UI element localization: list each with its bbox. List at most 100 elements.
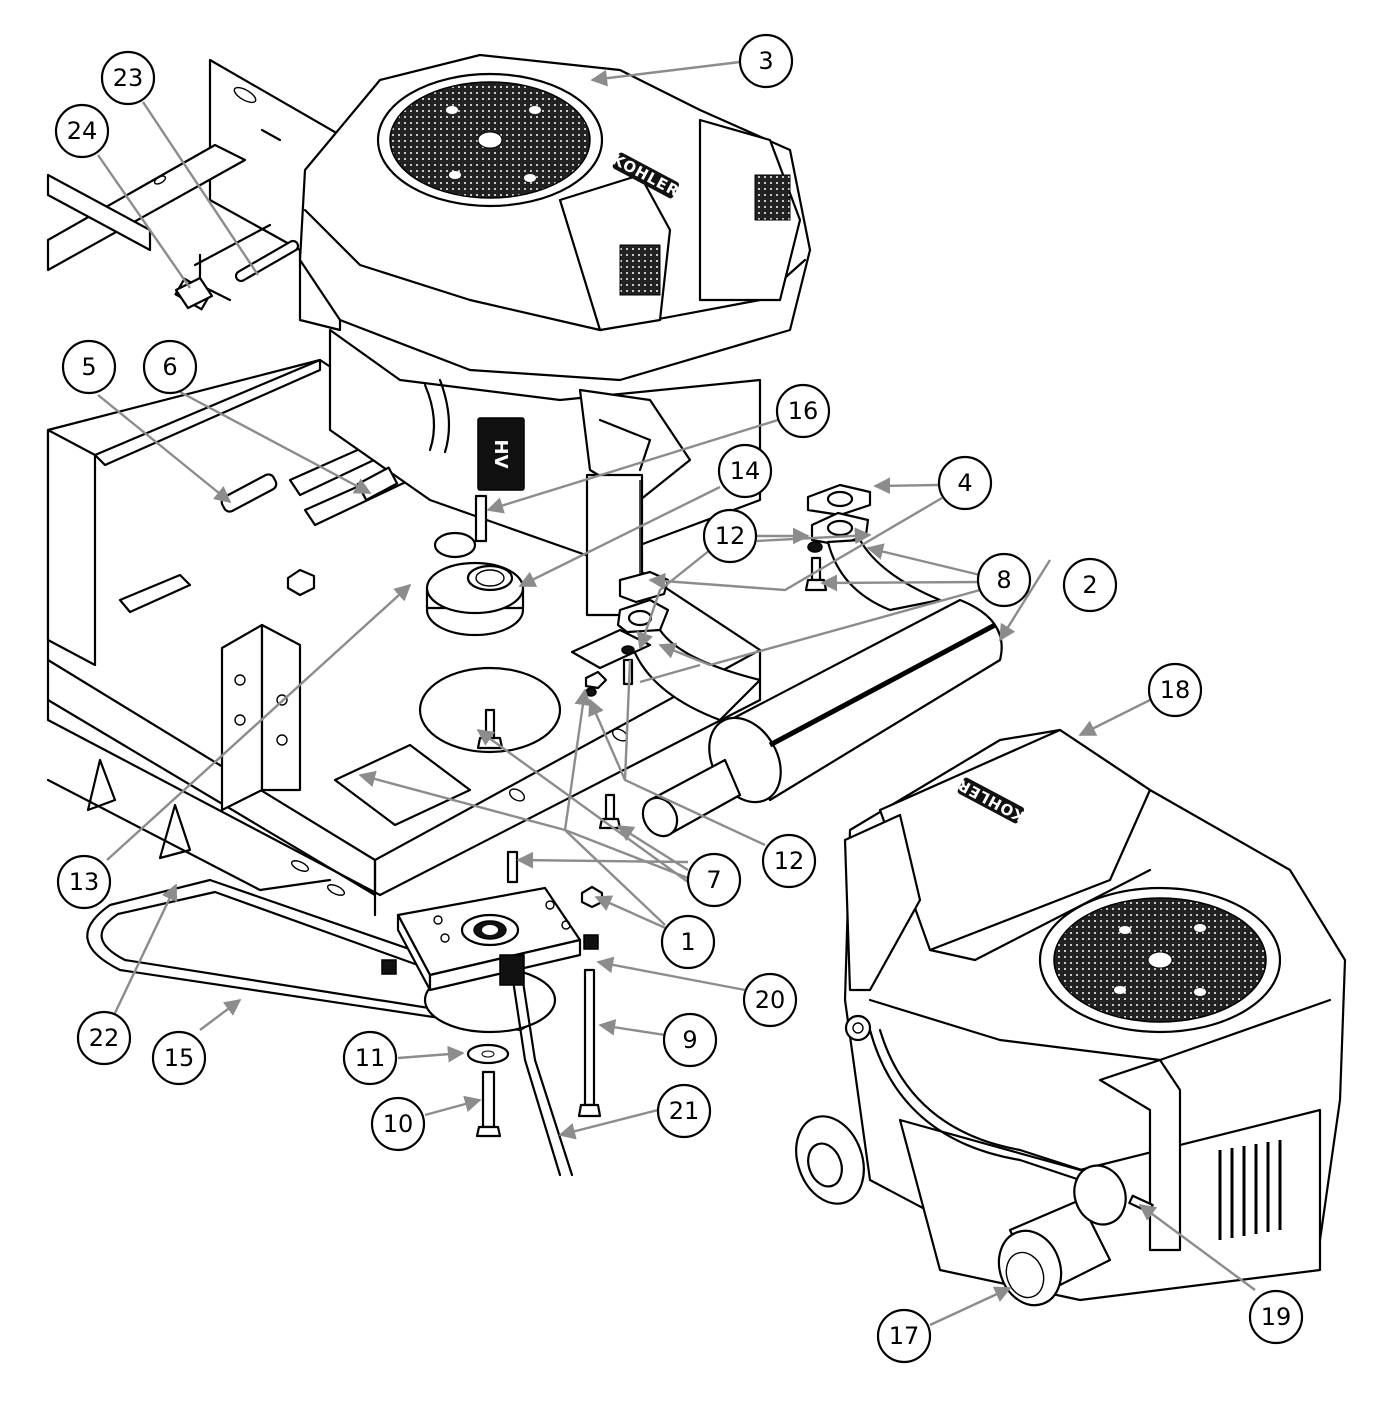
leader-11 <box>397 1045 465 1063</box>
leader-20 <box>596 956 746 992</box>
callout-15[interactable]: 15 <box>151 1030 207 1086</box>
cable-5 <box>220 473 278 513</box>
svg-text:14: 14 <box>730 457 761 485</box>
svg-text:12: 12 <box>774 847 805 875</box>
svg-text:7: 7 <box>706 866 721 894</box>
callout-18[interactable]: 18 <box>1147 662 1203 718</box>
callout-12-lower[interactable]: 12 <box>761 833 817 889</box>
leader-7d <box>476 729 689 883</box>
svg-text:9: 9 <box>682 1026 697 1054</box>
svg-text:24: 24 <box>67 117 98 145</box>
leader-12a-2 <box>756 527 872 545</box>
leader-15 <box>199 998 242 1031</box>
svg-text:19: 19 <box>1261 1303 1292 1331</box>
leader-17 <box>929 1286 1012 1327</box>
leader-6 <box>179 390 372 495</box>
svg-text:10: 10 <box>383 1110 414 1138</box>
svg-text:16: 16 <box>788 397 819 425</box>
leader-23 <box>142 101 259 276</box>
callout-21[interactable]: 21 <box>656 1083 712 1139</box>
svg-text:23: 23 <box>113 64 144 92</box>
leader-4b <box>648 496 943 592</box>
svg-text:12: 12 <box>715 522 746 550</box>
engine-alternate-view: KOHLER <box>795 728 1347 1307</box>
leader-8b <box>820 574 981 592</box>
leader-10 <box>424 1095 482 1117</box>
callout-13[interactable]: 13 <box>56 854 112 910</box>
leader-1b <box>563 688 666 926</box>
callout-16[interactable]: 16 <box>775 383 831 439</box>
svg-text:13: 13 <box>69 868 100 896</box>
callout-17[interactable]: 17 <box>876 1308 932 1364</box>
leader-14 <box>518 485 721 588</box>
callouts: 1 2 3 4 5 6 7 8 9 10 11 12 12 13 14 15 1… <box>54 33 1304 1364</box>
svg-text:1: 1 <box>680 928 695 956</box>
stud-16 <box>474 494 488 543</box>
callout-22[interactable]: 22 <box>76 1010 132 1066</box>
leader-13 <box>106 583 412 861</box>
callout-9[interactable]: 9 <box>662 1012 718 1068</box>
leader-7a <box>516 851 689 869</box>
leader-24 <box>97 154 191 289</box>
callout-12-upper[interactable]: 12 <box>702 508 758 564</box>
callout-11[interactable]: 11 <box>342 1030 398 1086</box>
svg-text:2: 2 <box>1082 571 1097 599</box>
callout-2[interactable]: 2 <box>1062 557 1118 613</box>
callout-1[interactable]: 1 <box>660 914 716 970</box>
svg-text:HV: HV <box>490 440 511 469</box>
leader-12b-2 <box>623 659 632 781</box>
leader-4a <box>873 477 939 495</box>
svg-text:18: 18 <box>1160 676 1191 704</box>
callout-6[interactable]: 6 <box>142 339 198 395</box>
leader-7b <box>616 824 689 872</box>
callout-3[interactable]: 3 <box>738 33 794 89</box>
callout-10[interactable]: 10 <box>370 1096 426 1152</box>
svg-text:6: 6 <box>162 353 177 381</box>
frame-front-bracket <box>220 623 264 812</box>
leader-lines <box>97 60 1256 1327</box>
rod-23 <box>234 239 300 283</box>
callout-5[interactable]: 5 <box>61 339 117 395</box>
frame-square-opening <box>333 743 472 827</box>
callout-24[interactable]: 24 <box>54 103 110 159</box>
callout-7[interactable]: 7 <box>686 852 742 908</box>
callout-20[interactable]: 20 <box>742 972 798 1028</box>
bracket-24 <box>174 276 214 310</box>
svg-text:3: 3 <box>758 47 773 75</box>
engine-hv-plate <box>477 417 525 491</box>
svg-text:4: 4 <box>957 469 972 497</box>
leader-22 <box>113 883 178 1014</box>
muffler-2 <box>728 598 1003 802</box>
svg-text:20: 20 <box>755 986 786 1014</box>
callout-8[interactable]: 8 <box>976 552 1032 608</box>
fuel-pump-19 <box>1073 1164 1127 1226</box>
leader-5 <box>97 394 232 504</box>
callout-23[interactable]: 23 <box>100 50 156 106</box>
svg-text:21: 21 <box>669 1097 700 1125</box>
leader-8d <box>639 663 701 684</box>
oil-filter-17 <box>997 1229 1063 1307</box>
leader-3 <box>590 60 741 87</box>
leader-9 <box>598 1018 666 1037</box>
clutch-belt-assembly <box>86 850 604 1177</box>
leader-2 <box>998 559 1052 642</box>
svg-text:17: 17 <box>889 1322 920 1350</box>
svg-text:8: 8 <box>996 566 1011 594</box>
svg-text:22: 22 <box>89 1024 120 1052</box>
leader-1a <box>594 895 671 932</box>
svg-text:5: 5 <box>81 353 96 381</box>
svg-text:15: 15 <box>164 1044 195 1072</box>
callout-19[interactable]: 19 <box>1248 1289 1304 1345</box>
svg-text:11: 11 <box>355 1044 386 1072</box>
leader-18 <box>1078 698 1151 737</box>
callout-14[interactable]: 14 <box>717 443 773 499</box>
callout-4[interactable]: 4 <box>937 455 993 511</box>
leader-19 <box>1138 1204 1256 1291</box>
engine-main: KOHLER HV <box>298 53 812 617</box>
leader-12a-3 <box>636 549 711 650</box>
leader-8a <box>866 543 981 577</box>
leader-16 <box>486 418 779 514</box>
leader-8c <box>658 588 981 667</box>
